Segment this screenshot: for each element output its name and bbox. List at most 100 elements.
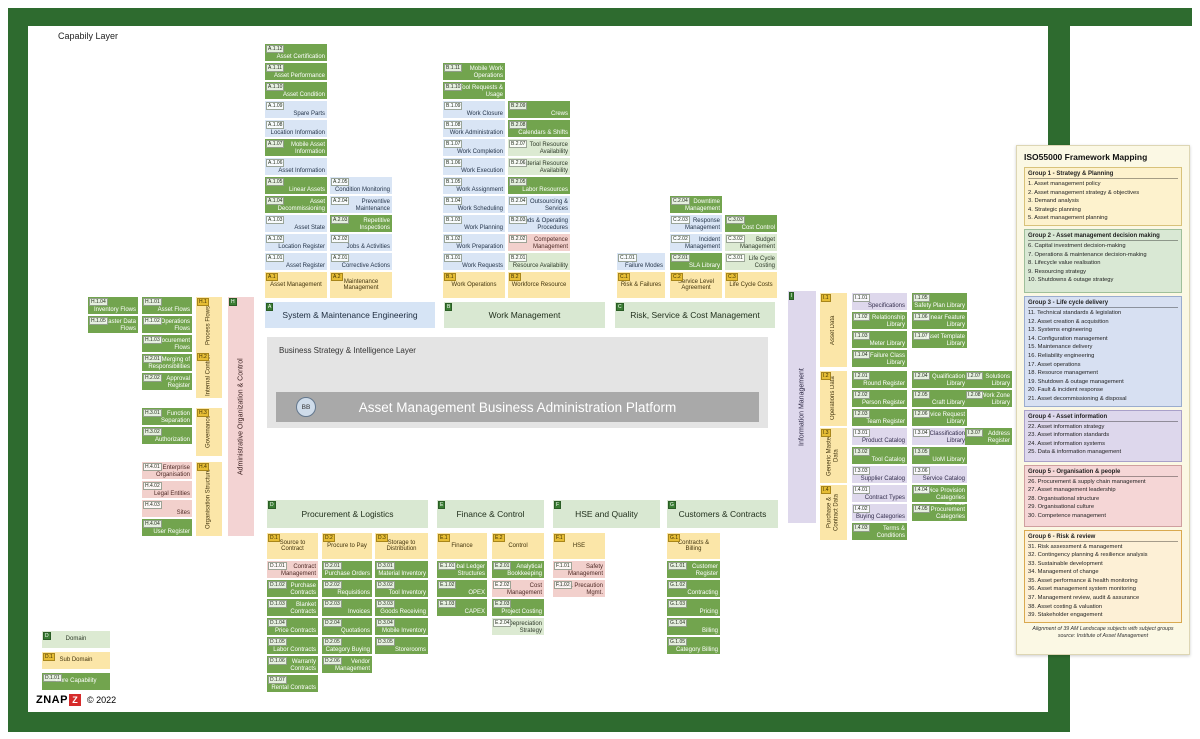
contract-types-label: Contract Types: [864, 494, 905, 501]
iso-subject-35: 35. Asset performance & health monitorin…: [1028, 577, 1138, 584]
f-code-chip: F: [554, 501, 562, 509]
team-register-label: Team Register: [866, 418, 905, 425]
work-administration-label: Work Administration: [449, 129, 503, 136]
i-code-chip: I: [789, 292, 795, 300]
workforce-resource-label: Workforce Resource: [511, 281, 567, 288]
hse-label: HSE: [572, 542, 586, 549]
preventive-maintenance-label: Preventive Maintenance: [355, 199, 390, 212]
i-2-07-code-chip: I.2.07: [966, 372, 983, 380]
i-3-01-code-chip: I.3.01: [853, 429, 870, 437]
capex-label: CAPEX: [464, 608, 485, 615]
i-2-01-code-chip: I.2.01: [853, 372, 870, 380]
repetitive-inspections-label: Repetitive Inspections: [359, 218, 390, 231]
frame-left-border: [8, 8, 28, 732]
asset-management-label: Asset Management: [270, 281, 322, 288]
i-1-code-chip: I.1: [821, 294, 831, 302]
b-code-chip: B: [445, 303, 453, 311]
purchase-orders-label: Purchase Orders: [324, 570, 370, 577]
e-2-code-chip: E.2: [493, 534, 505, 542]
d-3-code-chip: D.3: [376, 534, 388, 542]
g-1-02-code-chip: G.1.02: [668, 581, 688, 589]
finance-label: Finance: [451, 542, 473, 549]
h-4-03-code-chip: H.4.03: [143, 501, 162, 509]
h-1-01-code-chip: H.1.01: [143, 298, 162, 306]
failure-class-library-label: Failure Class Library: [869, 353, 905, 366]
customers-contracts-label: Customers & Contracts: [678, 508, 767, 519]
d-2-03-code-chip: D.2.03: [323, 600, 342, 608]
corrective-actions-label: Corrective Actions: [341, 262, 390, 269]
logo-brand-text: ZNAP: [36, 694, 68, 706]
specifications-label: Specifications: [867, 302, 905, 309]
i-4-03-code-chip: I.4.03: [853, 524, 870, 532]
product-catalog-label: Product Catalog: [861, 437, 905, 444]
risk-service-cost-management-label: Risk, Service & Cost Management: [630, 309, 760, 320]
merging-of-responsibilities-label: Merging of Responsibilities: [148, 357, 190, 370]
tool-resource-availability-label: Tool Resource Availability: [529, 142, 568, 155]
e-2-03-code-chip: E.2.03: [493, 600, 512, 608]
category-buying-label: Category Buying: [325, 646, 370, 653]
work-management-label: Work Management: [488, 309, 561, 320]
d-3-03-code-chip: D.3.03: [376, 600, 395, 608]
purchase-contracts-label: Purchase Contracts: [290, 583, 316, 596]
g-1-03-code-chip: G.1.03: [668, 600, 688, 608]
d-1-04-code-chip: D.1.04: [268, 619, 287, 627]
vendor-management-label: Vendor Management: [334, 659, 370, 672]
billing-label: Billing: [701, 627, 718, 634]
h-3-code-chip: H.3: [197, 409, 209, 417]
iso-subject-28: 28. Organisational structure: [1028, 495, 1100, 502]
person-register-label: Person Register: [861, 399, 905, 406]
resource-availability-label: Resource Availability: [512, 262, 568, 269]
risk-failures-label: Risk & Failures: [620, 281, 662, 288]
g-1-01-code-chip: G.1.01: [668, 562, 688, 570]
iso-subject-7: 7. Operations & maintenance decision-mak…: [1028, 251, 1147, 258]
b-1-04-code-chip: B.1.04: [444, 197, 463, 205]
iso-subject-27: 27. Asset management leadership: [1028, 487, 1116, 494]
d-1-code-chip: D.1: [268, 534, 280, 542]
f-1-02-code-chip: F.1.02: [554, 581, 572, 589]
iso-subject-17: 17. Asset operations: [1028, 361, 1081, 368]
frame-top-border: [8, 8, 1192, 26]
bb-badge-icon: BB: [296, 397, 316, 417]
b-work-management: B Work Management: [444, 302, 605, 328]
work-assignment-label: Work Assignment: [456, 186, 503, 193]
iso-subject-29: 29. Organisational culture: [1028, 504, 1095, 511]
i-3-03-code-chip: I.3.03: [853, 467, 870, 475]
jobs-activities-label: Jobs & Activities: [346, 243, 390, 250]
d-1-code-chip: D.1: [43, 653, 55, 661]
asset-flows-label: Asset Flows: [157, 306, 190, 313]
i-4-code-chip: I.4: [821, 486, 831, 494]
a-1-02-code-chip: A.1.02: [266, 235, 285, 243]
iso-subject-32: 32. Contingency planning & resilience an…: [1028, 552, 1148, 559]
iso55000-framework-panel: ISO55000 Framework Mapping Group 1 - Str…: [1016, 145, 1190, 655]
